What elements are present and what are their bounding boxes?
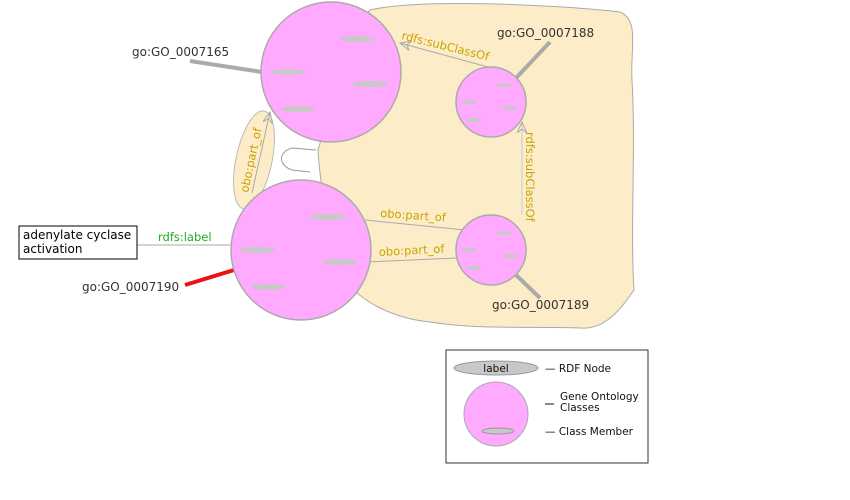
- loop-arrow-icon: [281, 147, 317, 173]
- literal-line-2: activation: [23, 242, 82, 256]
- edge-label-part-of-mid2: obo:part_of: [378, 242, 445, 259]
- legend-rdf-node: — RDF Node: [545, 363, 611, 375]
- edge-label-part-of-mid1: obo:part_of: [380, 206, 447, 225]
- legend-member-swatch: [481, 427, 515, 435]
- edge-label-subclass-right: rdfs:subClassOf: [523, 132, 537, 223]
- legend-go-classes-2: Classes: [560, 402, 600, 414]
- literal-box[interactable]: [18, 225, 138, 260]
- legend-rdf-node-swatch: [453, 360, 539, 376]
- legend-class-member: — Class Member: [545, 426, 634, 438]
- node-label-go-0007188: go:GO_0007188: [497, 26, 594, 40]
- class-node-go-0007165[interactable]: [260, 1, 402, 143]
- class-node-go-0007190[interactable]: [230, 179, 372, 321]
- node-label-go-0007165: go:GO_0007165: [132, 45, 229, 59]
- node-label-go-0007189: go:GO_0007189: [492, 298, 589, 312]
- node-connector-3: [514, 40, 552, 80]
- literal-line-1: adenylate cyclase: [23, 228, 131, 242]
- node-connector-1: [189, 59, 263, 74]
- node-connector-2: [184, 268, 235, 287]
- node-connector-4: [514, 273, 542, 300]
- legend-node-label: label: [483, 363, 508, 375]
- class-node-go-0007189[interactable]: [455, 214, 527, 286]
- class-node-go-0007188[interactable]: [455, 66, 527, 138]
- legend-class-swatch: [463, 381, 529, 447]
- edge-subclass-top: [400, 43, 489, 68]
- legend-go-classes-1: Gene Ontology: [560, 391, 639, 403]
- legend: label — RDF Node Gene Ontology Classes —…: [445, 349, 649, 464]
- edge-label-rdfs-label: rdfs:label: [158, 230, 212, 244]
- edge-part-of-left: [251, 112, 270, 194]
- node-label-go-0007190: go:GO_0007190: [82, 280, 179, 294]
